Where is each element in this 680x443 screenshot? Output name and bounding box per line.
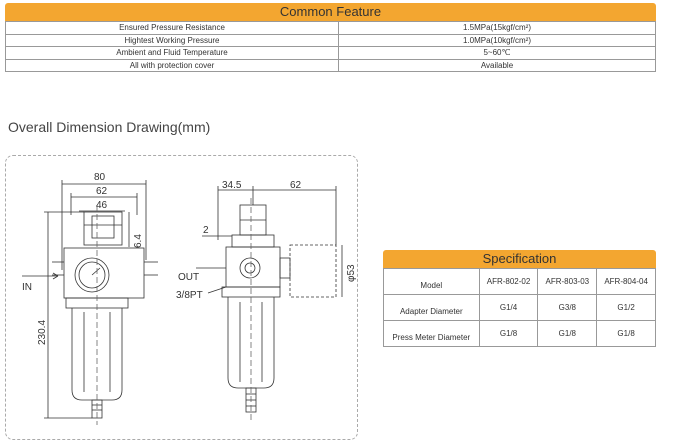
spec-value: G1/4 (478, 294, 539, 321)
dim-6-4: 6.4 (133, 234, 144, 248)
model-name: AFR-804-04 (596, 268, 656, 295)
model-name: AFR-802-02 (478, 268, 539, 295)
table-row: Adapter Diameter G1/4 G3/8 G1/2 (383, 294, 656, 321)
dim-230-4: 230.4 (37, 320, 48, 345)
dim-34-5: 34.5 (222, 180, 242, 191)
spec-row-label: Adapter Diameter (383, 294, 480, 321)
common-feature-table: Ensured Pressure Resistance 1.5MPa(15kgf… (5, 21, 656, 72)
label-out: OUT (178, 272, 199, 283)
table-row: Model AFR-802-02 AFR-803-03 AFR-804-04 (383, 268, 656, 295)
feature-label: All with protection cover (5, 58, 339, 72)
dim-46: 46 (96, 200, 108, 211)
front-view (22, 180, 158, 425)
section-title: Overall Dimension Drawing(mm) (8, 119, 211, 135)
label-in: IN (22, 282, 32, 293)
spec-row-label: Press Meter Diameter (383, 320, 480, 347)
dim-2: 2 (203, 225, 209, 236)
specification-table: Model AFR-802-02 AFR-803-03 AFR-804-04 A… (383, 268, 656, 347)
table-row: Press Meter Diameter G1/8 G1/8 G1/8 (383, 320, 656, 347)
spec-value: G1/8 (537, 320, 598, 347)
specification-title: Specification (383, 250, 656, 268)
dim-62-right: 62 (290, 180, 302, 191)
dim-phi53: φ53 (346, 264, 357, 282)
spec-value: G3/8 (537, 294, 598, 321)
spec-value: G1/8 (596, 320, 656, 347)
table-row: Ensured Pressure Resistance 1.5MPa(15kgf… (5, 21, 656, 35)
spec-value: G1/8 (478, 320, 539, 347)
common-feature-title: Common Feature (5, 3, 656, 21)
table-row: Hightest Working Pressure 1.0MPa(10kgf/c… (5, 33, 656, 47)
dimension-drawing-frame (5, 155, 358, 440)
spec-header-label: Model (383, 268, 480, 295)
side-view (196, 186, 343, 420)
dim-62-left: 62 (96, 186, 108, 197)
table-row: All with protection cover Available (5, 58, 656, 72)
label-3-8pt: 3/8PT (176, 290, 203, 301)
spec-value: G1/2 (596, 294, 656, 321)
feature-value: Available (338, 58, 656, 72)
model-name: AFR-803-03 (537, 268, 598, 295)
dim-80: 80 (94, 172, 106, 183)
